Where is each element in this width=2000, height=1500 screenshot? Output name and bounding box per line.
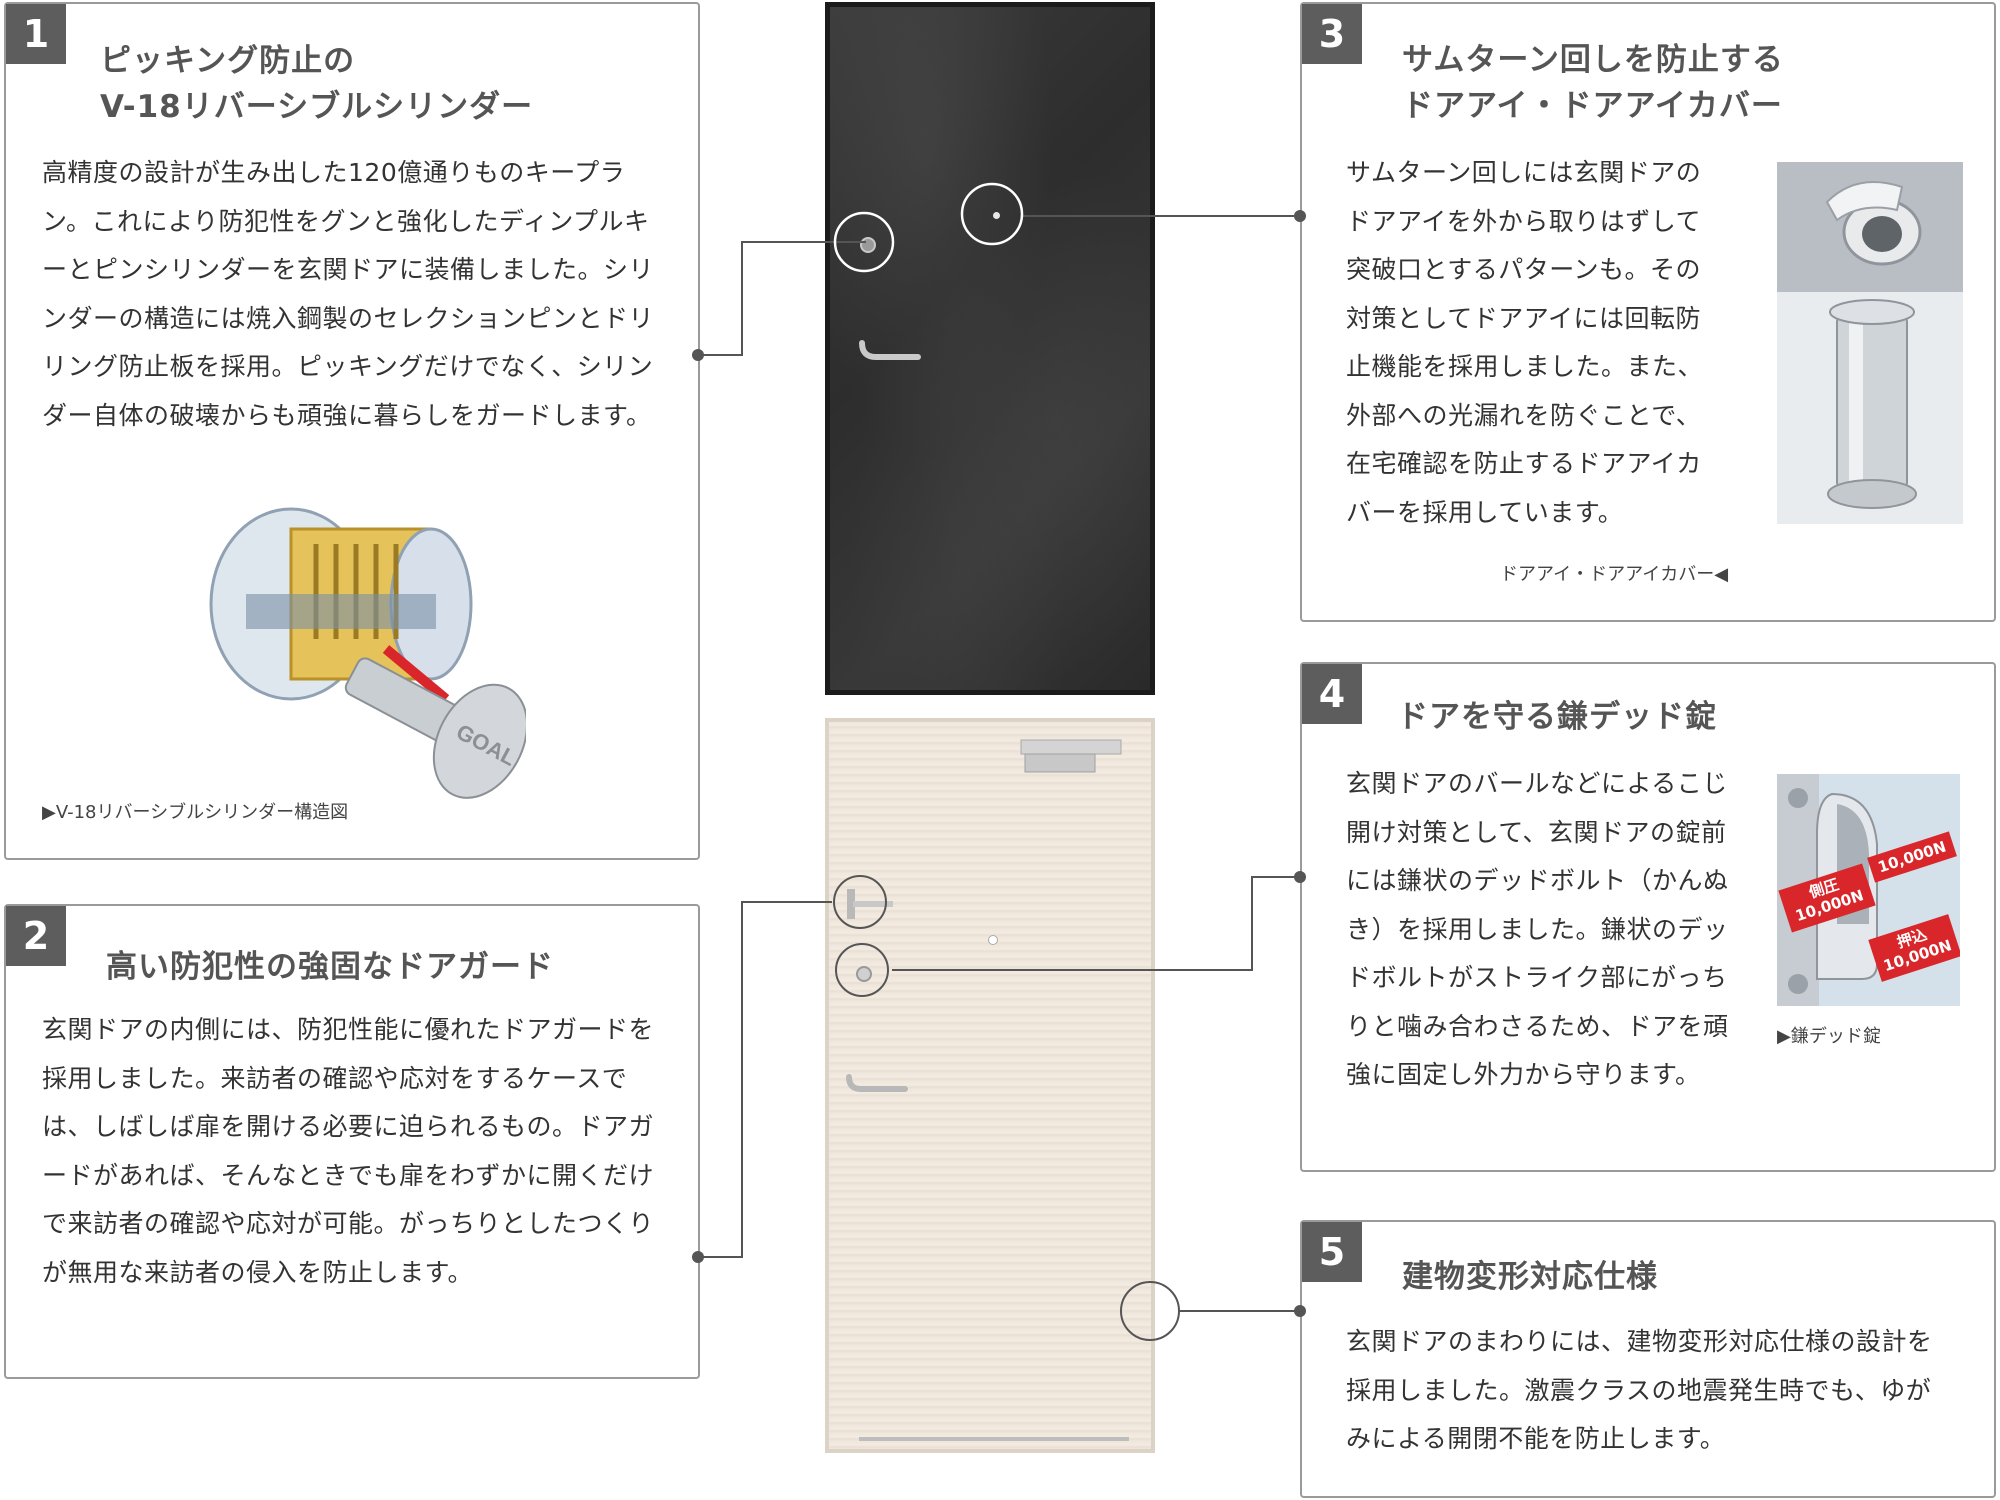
panel-title: ピッキング防止の V-18リバーシブルシリンダー (100, 43, 534, 125)
panel-caption: ▶V-18リバーシブルシリンダー構造図 (42, 802, 349, 823)
panel-door-eye: 3 サムターン回しを防止する ドアアイ・ドアアイカバー サムターン回しには玄関ド… (1300, 2, 1996, 622)
door-handle-dark (859, 340, 921, 360)
interior-door-image (825, 718, 1155, 1453)
door-threshold (859, 1437, 1129, 1441)
door-handle-light (846, 1074, 908, 1092)
deadbolt-lock-light (856, 966, 872, 982)
panel-body: 高精度の設計が生み出した120億通りものキープラン。これにより防犯性をグンと強化… (42, 158, 655, 430)
panel-body: 玄関ドアのまわりには、建物変形対応仕様の設計を採用しました。激震クラスの地震発生… (1346, 1327, 1933, 1453)
panel-cylinder: 1 ピッキング防止の V-18リバーシブルシリンダー 高精度の設計が生み出した1… (4, 2, 700, 860)
panel-body: 玄関ドアのバールなどによるこじ開け対策として、玄関ドアの錠前には鎌状のデッドボル… (1346, 769, 1729, 1089)
panel-number-badge: 4 (1302, 664, 1362, 724)
exterior-door-image (825, 2, 1155, 695)
door-eye-light (988, 935, 998, 945)
panel-caption: ドアアイ・ドアアイカバー◀ (1500, 564, 1729, 585)
panel-body: 玄関ドアの内側には、防犯性能に優れたドアガードを採用しました。来訪者の確認や応対… (42, 1015, 655, 1287)
panel-door-guard: 2 高い防犯性の強固なドアガード 玄関ドアの内側には、防犯性能に優れたドアガード… (4, 904, 700, 1379)
cylinder-cutaway-image: GOAL (209, 507, 526, 799)
panel-number-badge: 2 (6, 906, 66, 966)
panel-building-deformation: 5 建物変形対応仕様 玄関ドアのまわりには、建物変形対応仕様の設計を採用しました… (1300, 1220, 1996, 1498)
panel-title: サムターン回しを防止する ドアアイ・ドアアイカバー (1402, 42, 1784, 124)
door-eye-dark (993, 212, 1000, 219)
door-guard (847, 889, 893, 919)
panel-title: 高い防犯性の強固なドアガード (106, 949, 554, 985)
panel-caption: ▶鎌デッド錠 (1777, 1026, 1881, 1047)
panel-deadbolt: 4 ドアを守る鎌デッド錠 玄関ドアのバールなどによるこじ開け対策として、玄関ドア… (1300, 662, 1996, 1172)
panel-body: サムターン回しには玄関ドアのドアアイを外から取りはずして突破口とするパターンも。… (1346, 158, 1704, 527)
panel-number-badge: 1 (6, 4, 66, 64)
door-closer (1020, 739, 1122, 773)
cylinder-lock-dark (860, 237, 876, 253)
panel-title: 建物変形対応仕様 (1402, 1259, 1658, 1295)
deadbolt-photo: 側圧 10,000N 10,000N 押込 10,000N (1777, 774, 1960, 1006)
door-eye-photo (1777, 162, 1963, 524)
panel-number-badge: 5 (1302, 1222, 1362, 1282)
panel-number-badge: 3 (1302, 4, 1362, 64)
leader-line-2 (698, 901, 832, 1258)
panel-title: ドアを守る鎌デッド錠 (1397, 699, 1717, 735)
